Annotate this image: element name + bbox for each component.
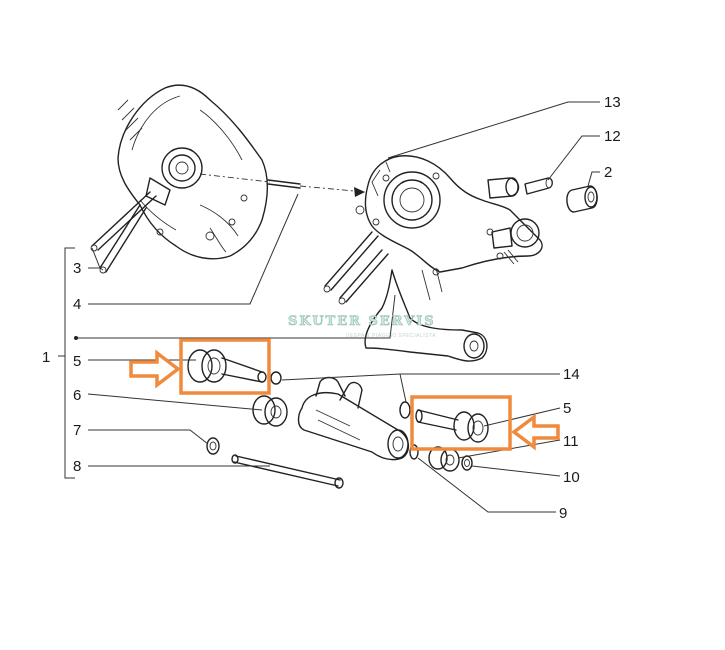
label-8: 8 (73, 458, 81, 475)
label-14: 14 (563, 366, 580, 383)
label-9: 9 (559, 505, 567, 522)
label-4: 4 (73, 296, 81, 313)
bushing-part-7 (206, 437, 220, 455)
label-5-right: 5 (563, 400, 571, 417)
highlight-right (410, 395, 560, 451)
ring-part-14 (399, 401, 411, 419)
highlight-box-right (410, 395, 512, 451)
pin-part-12 (524, 177, 553, 195)
label-11: 11 (563, 433, 579, 450)
label-2: 2 (604, 164, 612, 181)
highlight-left (129, 338, 271, 395)
label-12: 12 (604, 128, 621, 145)
assembly-axis (199, 173, 366, 197)
left-crankcase-half (90, 84, 268, 274)
bush-part-2 (566, 185, 598, 213)
leader-lines (58, 101, 600, 513)
watermark-logo: SKUTER SERVIS VESPA & PIAGGIO SPECIALIST… (288, 314, 436, 339)
ring-part-9 (409, 444, 419, 460)
watermark-subtitle: VESPA & PIAGGIO SPECIALISTA (346, 333, 436, 339)
long-bolt-part-8 (231, 454, 344, 489)
part-labels: 1 3 4 5 6 7 8 13 12 2 14 5 11 10 9 (42, 94, 621, 522)
label-1: 1 (42, 349, 50, 366)
watermark-title: SKUTER SERVIS (288, 314, 436, 329)
label-13: 13 (604, 94, 621, 111)
silent-block-right-part-5 (415, 409, 489, 443)
label-10: 10 (563, 469, 580, 486)
label-6: 6 (73, 387, 81, 404)
bushing-part-10 (461, 455, 473, 471)
label-5-left: 5 (73, 353, 81, 370)
label-7: 7 (73, 422, 81, 439)
label-3: 3 (73, 260, 81, 277)
highlight-box-left (179, 338, 271, 395)
arrow-right-icon (129, 349, 181, 389)
rubber-ring-part-6 (252, 395, 288, 427)
silent-block-left-part-5 (187, 349, 282, 385)
right-crankcase-half (323, 155, 543, 362)
arrow-left-icon (511, 413, 560, 451)
swing-arm-tube (297, 376, 409, 461)
